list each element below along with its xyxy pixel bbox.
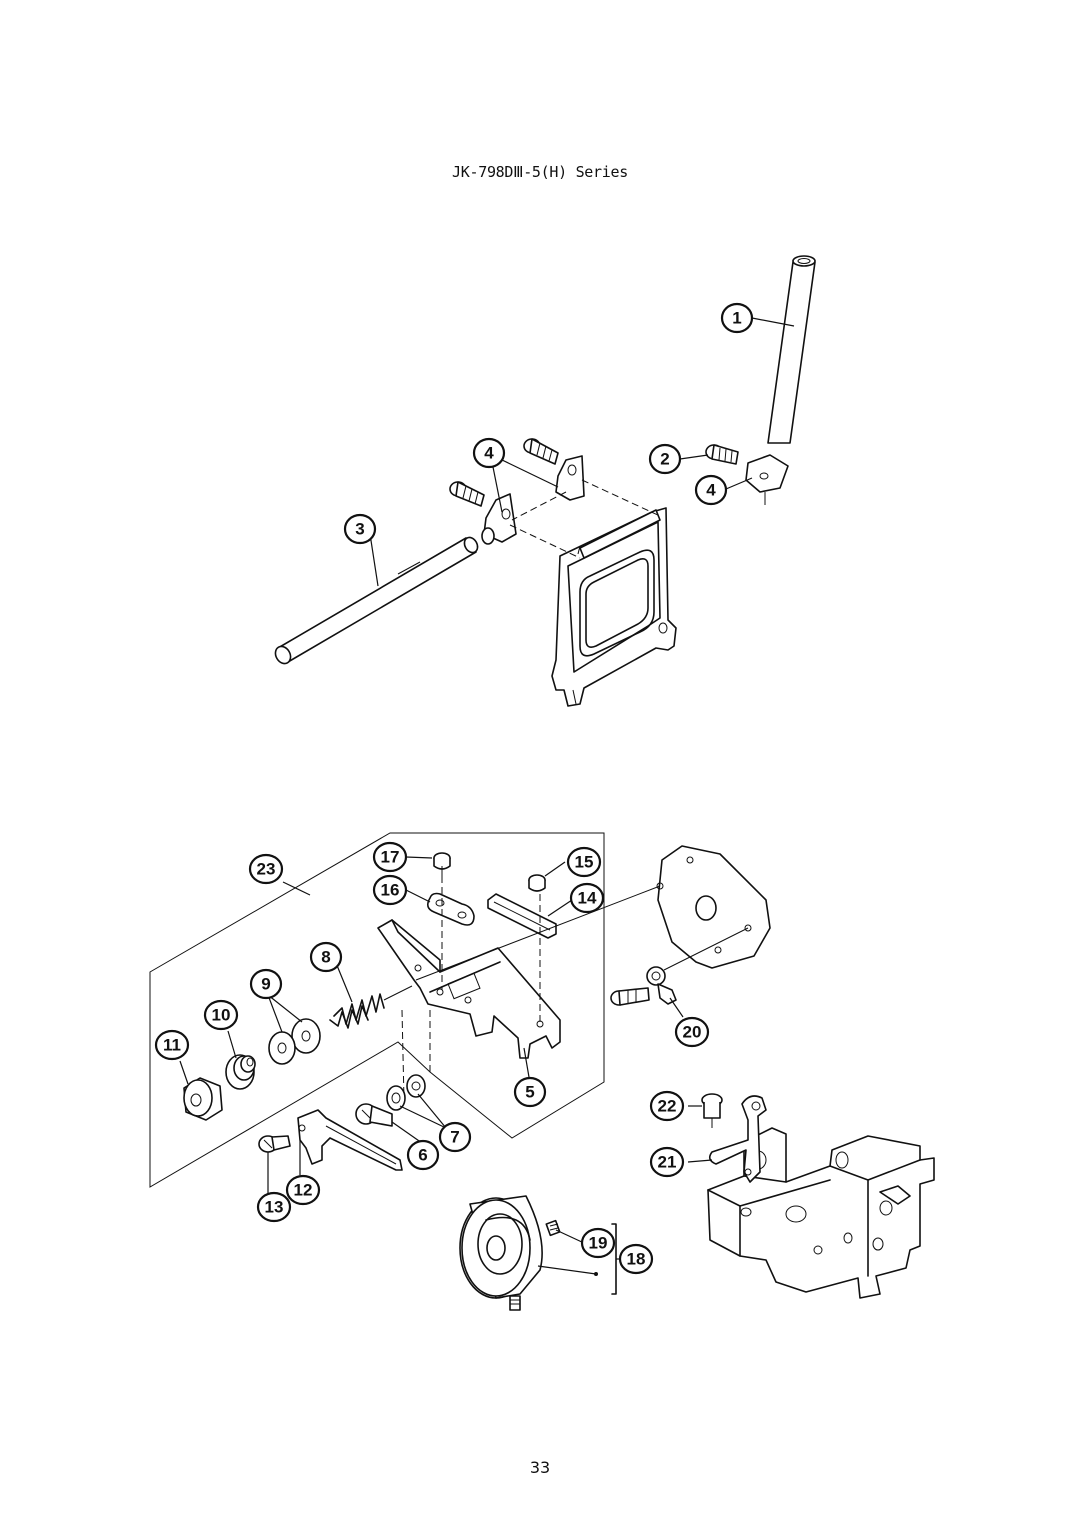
callout-17-number: 17 <box>381 848 400 867</box>
part-cover-plate <box>656 845 771 969</box>
part-washer-9a <box>291 1018 321 1054</box>
page-number: 33 <box>529 1458 551 1477</box>
part-clamp-lower <box>481 493 517 545</box>
callout-12: 12 <box>285 1174 321 1206</box>
part-frame-plate <box>551 507 677 707</box>
part-setscrew-bottom <box>509 1295 521 1311</box>
upper-assembly <box>274 255 816 707</box>
callout-4a-number: 4 <box>484 444 494 463</box>
part-clamp-upper <box>555 455 585 501</box>
callout-23: 23 <box>248 853 284 885</box>
callout-12-number: 12 <box>294 1181 313 1200</box>
guide-line <box>581 479 661 517</box>
callout-17: 17 <box>372 841 408 873</box>
callout-19: 19 <box>580 1227 616 1259</box>
guide-line <box>509 524 581 559</box>
callout-22-number: 22 <box>658 1097 677 1116</box>
assembly-outline-23 <box>149 832 605 1188</box>
callout-16-number: 16 <box>381 881 400 900</box>
part-machine-body <box>707 1127 935 1299</box>
callout-7: 7 <box>438 1121 472 1153</box>
guide-line <box>663 927 749 971</box>
part-screw-13 <box>258 1135 291 1153</box>
part-guide-20 <box>646 966 677 1005</box>
guide-line <box>511 491 567 521</box>
callout-7-number: 7 <box>450 1128 459 1147</box>
callout-19-number: 19 <box>589 1234 608 1253</box>
callout-15-number: 15 <box>575 853 594 872</box>
guide-line <box>401 1009 405 1101</box>
callout-14-number: 14 <box>578 889 597 908</box>
part-screw-22 <box>701 1093 723 1128</box>
callout-1-number: 1 <box>732 309 741 328</box>
part-screw-lower <box>449 481 485 507</box>
part-screw-17 <box>433 852 451 876</box>
part-pulley-18 <box>459 1195 543 1299</box>
callout-6: 6 <box>406 1139 440 1171</box>
callout-13-number: 13 <box>265 1198 284 1217</box>
callout-9: 9 <box>249 968 283 1000</box>
callout-10: 10 <box>203 999 239 1031</box>
part-nut-11 <box>183 1077 223 1121</box>
part-screw-6 <box>355 1103 393 1127</box>
lower-assembly <box>149 832 935 1311</box>
part-spring-8 <box>329 985 413 1029</box>
part-screw-15 <box>528 874 546 892</box>
callout-4a: 4 <box>472 437 506 469</box>
callout-16: 16 <box>372 874 408 906</box>
callout-20: 20 <box>674 1016 710 1048</box>
callout-2-number: 2 <box>660 450 669 469</box>
callout-3: 3 <box>343 513 377 545</box>
part-lever-12 <box>297 1109 403 1171</box>
callout-23-number: 23 <box>257 860 276 879</box>
part-slide-14 <box>487 893 557 939</box>
callout-5-number: 5 <box>525 1083 534 1102</box>
part-cone-spring-10 <box>225 1054 256 1090</box>
guide-line <box>415 885 661 981</box>
callout-9-number: 9 <box>261 975 270 994</box>
part-screw-2 <box>705 444 739 465</box>
part-link-16 <box>426 892 475 926</box>
callout-6-number: 6 <box>418 1146 427 1165</box>
callout-1: 1 <box>720 302 754 334</box>
callout-3-number: 3 <box>355 520 364 539</box>
callout-14: 14 <box>569 882 605 914</box>
part-rod-vertical <box>767 255 816 444</box>
bracket-18 <box>611 1223 617 1295</box>
callout-2: 2 <box>648 443 682 475</box>
part-rod-bracket <box>745 454 789 505</box>
part-guide-7 <box>386 1074 426 1111</box>
part-main-bracket <box>377 919 561 1059</box>
page-title: JK-798DⅢ-5(H) Series <box>452 163 628 181</box>
part-setscrew-19 <box>545 1219 561 1237</box>
callout-20-number: 20 <box>683 1023 702 1042</box>
callout-13: 13 <box>256 1191 292 1223</box>
part-screw-20 <box>610 987 650 1006</box>
callout-11: 11 <box>154 1029 190 1061</box>
callout-4b: 4 <box>694 474 728 506</box>
callout-21: 21 <box>649 1146 685 1178</box>
callout-18-number: 18 <box>627 1250 646 1269</box>
callout-8: 8 <box>309 941 343 973</box>
callout-22: 22 <box>649 1090 685 1122</box>
callout-4b-number: 4 <box>706 481 716 500</box>
part-washer-9b <box>268 1031 296 1065</box>
part-rod-horizontal <box>274 536 479 665</box>
callout-10-number: 10 <box>212 1006 231 1025</box>
callout-5: 5 <box>513 1076 547 1108</box>
callout-11-number: 11 <box>163 1036 181 1055</box>
callout-18: 18 <box>618 1243 654 1275</box>
part-screw-upper <box>523 438 559 465</box>
callout-8-number: 8 <box>321 948 330 967</box>
part-arm-21 <box>708 1095 767 1183</box>
callout-15: 15 <box>566 846 602 878</box>
callout-21-number: 21 <box>658 1153 677 1172</box>
